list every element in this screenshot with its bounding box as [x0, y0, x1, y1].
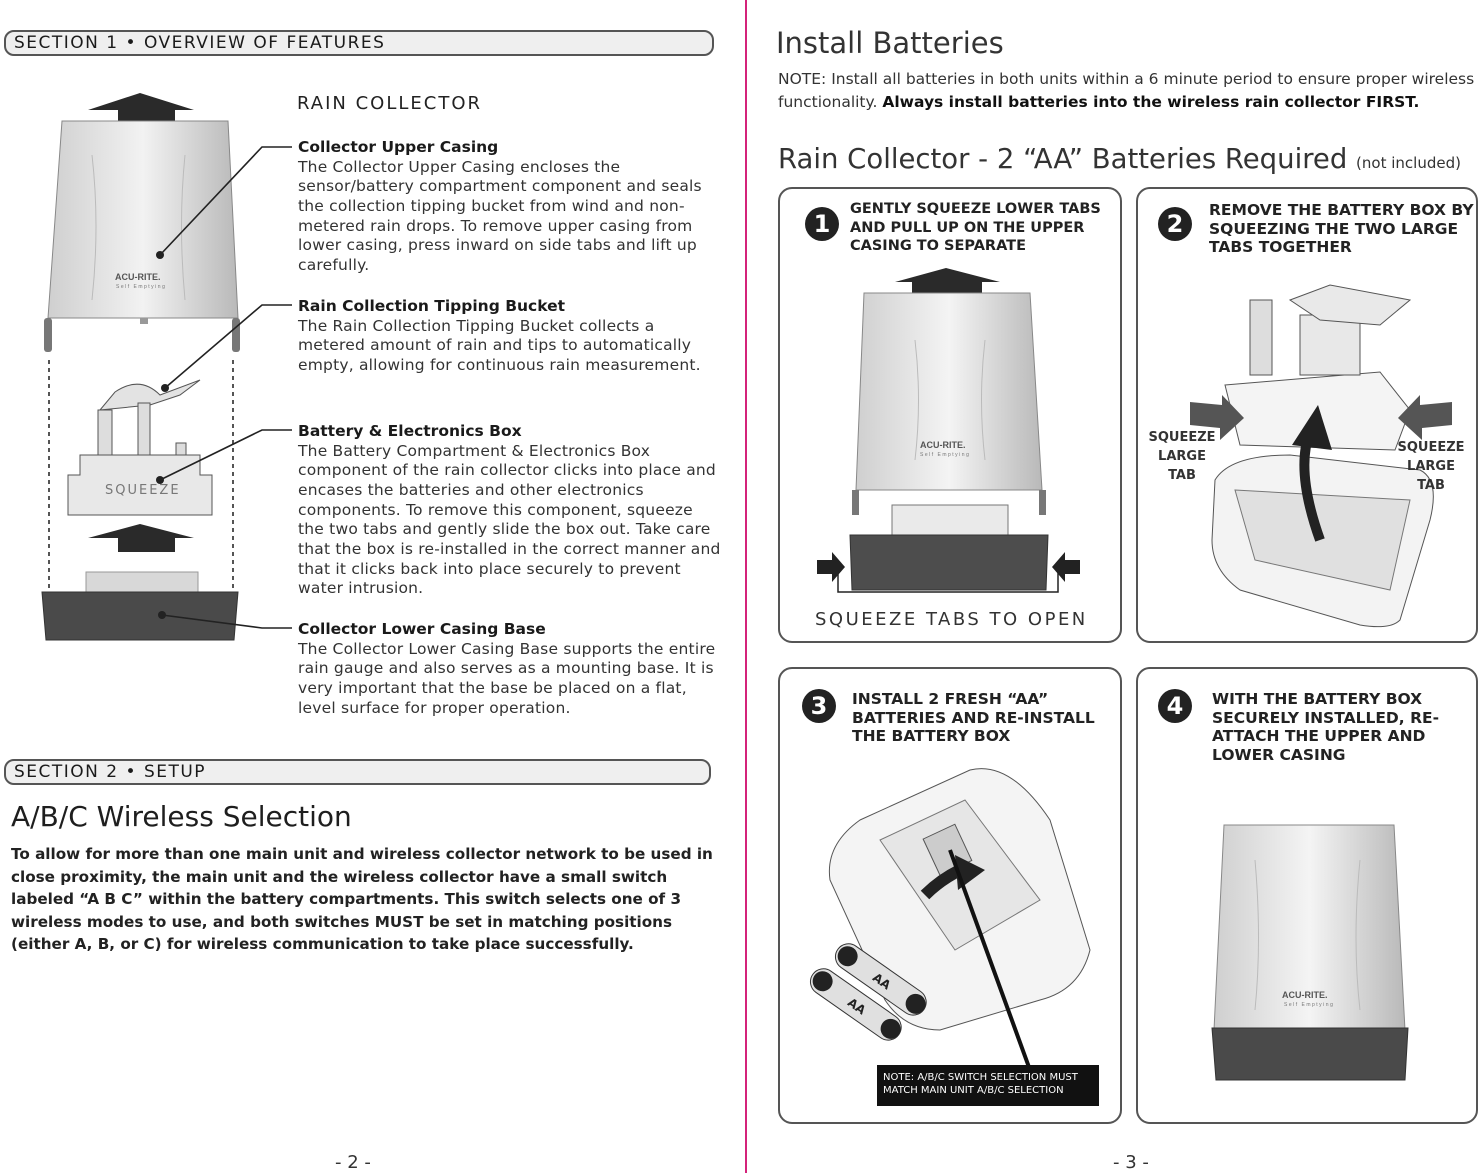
section-2-title: SECTION 2 • SETUP	[14, 762, 207, 782]
upper-casing-shape	[47, 120, 239, 319]
step-1-number: 1	[805, 207, 839, 241]
section-2-header: SECTION 2 • SETUP	[4, 759, 711, 785]
battery-box-shape	[67, 454, 213, 516]
lift-arrow-top	[88, 93, 194, 121]
upper-casing-brand-sub: Self Emptying	[116, 284, 166, 290]
section-1-header: SECTION 1 • OVERVIEW OF FEATURES	[4, 30, 714, 56]
step-3-illustration: AA AA	[809, 768, 1091, 1071]
feature-battery-box: Battery & Electronics Box The Battery Co…	[298, 422, 723, 599]
step-4-brand: ACU-RITE.	[1282, 990, 1328, 1000]
lower-casing-shape	[41, 591, 239, 641]
step-1-text: GENTLY SQUEEZE LOWER TABS AND PULL UP ON…	[850, 201, 1101, 254]
squeeze-large-tab-left: SQUEEZE LARGE TAB	[1148, 430, 1216, 483]
step-2-illustration	[1190, 284, 1452, 628]
upper-casing-brand: ACU-RITE.	[115, 272, 161, 282]
switch-note-box: NOTE: A/B/C SWITCH SELECTION MUST MATCH …	[877, 1065, 1099, 1106]
feature-title: Battery & Electronics Box	[298, 422, 522, 440]
install-note-bold: Always install batteries into the wirele…	[882, 93, 1420, 111]
install-note: NOTE: Install all batteries in both unit…	[778, 68, 1478, 114]
step-2-number: 2	[1158, 207, 1192, 241]
feature-upper-casing: Collector Upper Casing The Collector Upp…	[298, 138, 723, 276]
feature-lower-casing: Collector Lower Casing Base The Collecto…	[298, 620, 723, 718]
insert-arrow-bottom	[88, 524, 194, 552]
step-4-text: WITH THE BATTERY BOX SECURELY INSTALLED,…	[1212, 690, 1440, 764]
tipping-bucket-shape	[98, 379, 201, 411]
rain-heading-small: (not included)	[1356, 154, 1461, 172]
step-4-brand-sub: Self Emptying	[1284, 1002, 1334, 1008]
squeeze-large-tab-right: SQUEEZE LARGE TAB	[1397, 440, 1465, 493]
feature-description: The Collector Lower Casing Base supports…	[298, 639, 716, 717]
install-note-text: NOTE: Install all batteries in both unit…	[778, 70, 1475, 111]
rain-collector-batteries-heading: Rain Collector - 2 “AA” Batteries Requir…	[778, 143, 1461, 175]
install-batteries-heading: Install Batteries	[776, 26, 1004, 60]
step-4-illustration: ACU-RITE. Self Emptying	[1211, 824, 1409, 1081]
wireless-description: To allow for more than one main unit and…	[11, 845, 713, 953]
rain-collector-heading: RAIN COLLECTOR	[297, 93, 482, 114]
feature-title: Collector Lower Casing Base	[298, 620, 546, 638]
feature-description: The Rain Collection Tipping Bucket colle…	[298, 316, 701, 374]
step-3-number: 3	[802, 689, 836, 723]
battery-box-squeeze-label: SQUEEZE	[105, 483, 181, 498]
rain-collector-exploded-diagram: ACU-RITE. Self Emptying SQUEEZE	[41, 93, 292, 641]
step-1-illustration: ACU-RITE. Self Emptying	[817, 268, 1080, 593]
step-2-text: REMOVE THE BATTERY BOX BY SQUEEZING THE …	[1209, 201, 1474, 256]
step-3-text: INSTALL 2 FRESH “AA” BATTERIES AND RE-IN…	[852, 690, 1095, 745]
step-1-brand-sub: Self Emptying	[920, 452, 970, 458]
feature-title: Rain Collection Tipping Bucket	[298, 297, 566, 315]
feature-tipping-bucket: Rain Collection Tipping Bucket The Rain …	[298, 297, 723, 376]
feature-description: The Battery Compartment & Electronics Bo…	[298, 441, 721, 598]
section-1-title: SECTION 1 • OVERVIEW OF FEATURES	[14, 33, 386, 53]
squeeze-tabs-caption: SQUEEZE TABS TO OPEN	[815, 609, 1088, 630]
page-number-right: - 3 -	[1113, 1152, 1149, 1173]
rain-heading-main: Rain Collector - 2 “AA” Batteries Requir…	[778, 143, 1348, 175]
page-number-left: - 2 -	[335, 1152, 371, 1173]
feature-title: Collector Upper Casing	[298, 138, 499, 156]
step-4-number: 4	[1158, 689, 1192, 723]
wireless-heading: A/B/C Wireless Selection	[11, 800, 352, 833]
page-divider	[745, 0, 747, 1173]
feature-description: The Collector Upper Casing encloses the …	[298, 157, 702, 275]
step-1-brand: ACU-RITE.	[920, 440, 966, 450]
